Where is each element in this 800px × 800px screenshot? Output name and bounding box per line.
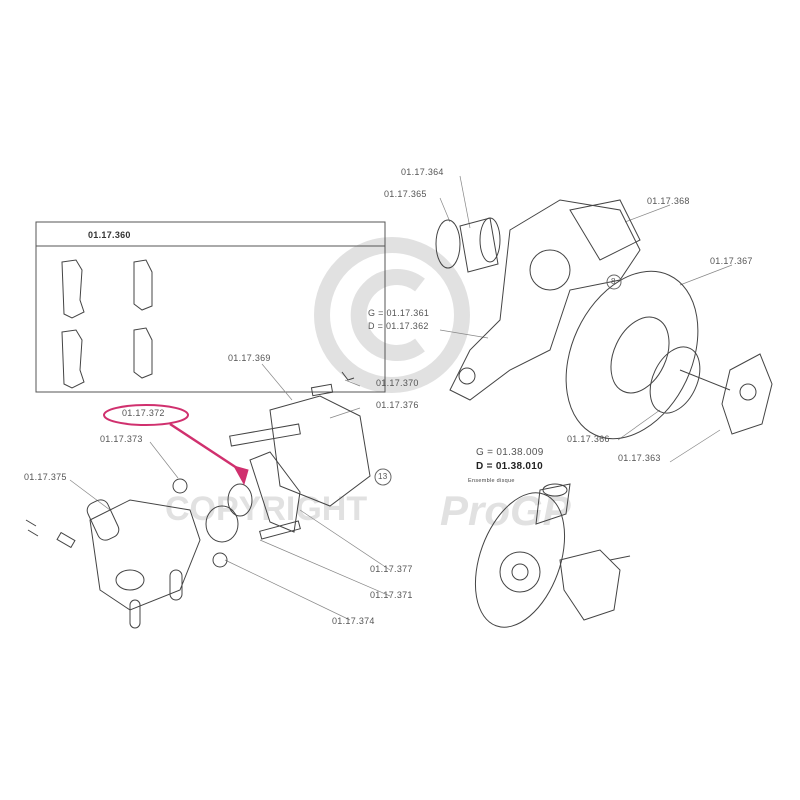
label-01-17-365: 01.17.365: [384, 189, 427, 199]
label-01-17-368: 01.17.368: [647, 196, 690, 206]
label-01-17-377: 01.17.377: [370, 564, 413, 574]
label-01-17-366: 01.17.366: [567, 434, 610, 444]
label-d-01-17-362: D = 01.17.362: [368, 321, 429, 331]
label-01-17-364: 01.17.364: [401, 167, 444, 177]
label-01-17-373: 01.17.373: [100, 434, 143, 444]
label-01-17-371: 01.17.371: [370, 590, 413, 600]
kit-box-title: 01.17.360: [88, 230, 131, 240]
highlight-ellipse: [103, 404, 189, 426]
label-01-17-363: 01.17.363: [618, 453, 661, 463]
callout-13: 13: [378, 472, 388, 481]
label-01-17-376: 01.17.376: [376, 400, 419, 410]
assembly-g-label: G = 01.38.009: [476, 447, 544, 458]
pad-kit-box: [35, 221, 386, 393]
label-01-17-372: 01.17.372: [122, 408, 165, 418]
label-01-17-375: 01.17.375: [24, 472, 67, 482]
callout-8: 8: [611, 277, 616, 286]
label-01-17-370: 01.17.370: [376, 378, 419, 388]
assembly-caption: Ensemble disque: [468, 478, 515, 484]
label-01-17-374: 01.17.374: [332, 616, 375, 626]
label-g-01-17-361: G = 01.17.361: [368, 308, 430, 318]
label-01-17-369: 01.17.369: [228, 353, 271, 363]
assembly-d-label: D = 01.38.010: [476, 461, 544, 472]
highlight-arrow: [169, 422, 241, 472]
label-01-17-367: 01.17.367: [710, 256, 753, 266]
